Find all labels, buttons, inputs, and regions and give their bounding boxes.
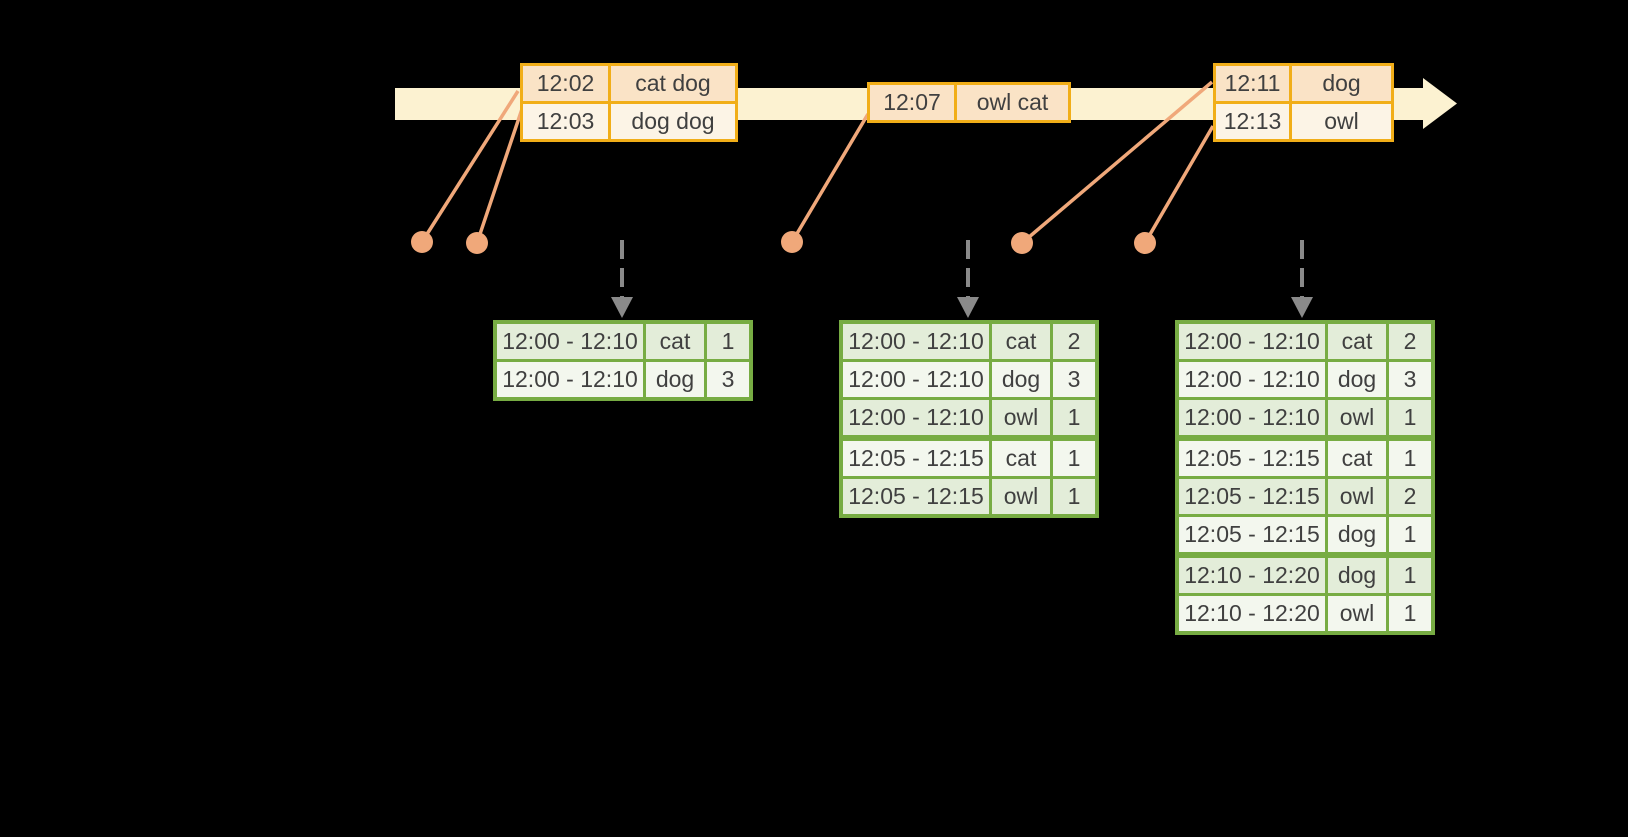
word-cell: cat — [646, 324, 704, 359]
trigger-arrowhead-icon — [1291, 297, 1313, 318]
count-cell: 1 — [1053, 479, 1095, 514]
event-time-cell: 12:07 — [870, 85, 954, 120]
window-cell: 12:05 - 12:15 — [843, 479, 989, 514]
window-cell: 12:00 - 12:10 — [843, 400, 989, 435]
event-line — [1143, 125, 1215, 244]
word-cell: dog — [1328, 517, 1386, 552]
result-row: 12:10 - 12:20 dog 1 — [1179, 558, 1431, 593]
word-cell: cat — [1328, 441, 1386, 476]
window-cell: 12:05 - 12:15 — [843, 441, 989, 476]
window-cell: 12:00 - 12:10 — [1179, 362, 1325, 397]
window-cell: 12:05 - 12:15 — [1179, 441, 1325, 476]
event-words-cell: dog dog — [611, 104, 735, 139]
word-cell: dog — [1328, 362, 1386, 397]
event-row: 12:11 dog — [1216, 66, 1391, 101]
result-row: 12:00 - 12:10 owl 1 — [1179, 400, 1431, 435]
count-cell: 3 — [1389, 362, 1431, 397]
word-cell: dog — [646, 362, 704, 397]
count-cell: 1 — [1389, 517, 1431, 552]
event-row: 12:13 owl — [1216, 104, 1391, 139]
window-cell: 12:00 - 12:10 — [843, 362, 989, 397]
window-cell: 12:00 - 12:10 — [1179, 324, 1325, 359]
event-line — [790, 113, 870, 243]
event-dot — [781, 231, 803, 253]
word-cell: dog — [1328, 558, 1386, 593]
result-row: 12:00 - 12:10 cat 2 — [843, 324, 1095, 359]
result-row: 12:00 - 12:10 dog 3 — [1179, 362, 1431, 397]
result-row: 12:00 - 12:10 cat 2 — [1179, 324, 1431, 359]
window-cell: 12:05 - 12:15 — [1179, 479, 1325, 514]
event-table-2: 12:07 owl cat — [867, 82, 1071, 123]
event-table-3: 12:11 dog 12:13 owl — [1213, 63, 1394, 142]
result-table-3: 12:00 - 12:10 cat 2 12:00 - 12:10 dog 3 … — [1175, 320, 1435, 635]
event-time-cell: 12:02 — [523, 66, 608, 101]
event-row: 12:02 cat dog — [523, 66, 735, 101]
result-row: 12:05 - 12:15 owl 1 — [843, 479, 1095, 514]
result-row: 12:05 - 12:15 owl 2 — [1179, 479, 1431, 514]
event-words-cell: dog — [1292, 66, 1391, 101]
word-cell: cat — [992, 324, 1050, 359]
result-row: 12:00 - 12:10 owl 1 — [843, 400, 1095, 435]
count-cell: 1 — [1053, 441, 1095, 476]
event-words-cell: cat dog — [611, 66, 735, 101]
word-cell: owl — [1328, 596, 1386, 631]
event-row: 12:07 owl cat — [870, 85, 1068, 120]
count-cell: 1 — [1389, 596, 1431, 631]
count-cell: 3 — [1053, 362, 1095, 397]
word-cell: dog — [992, 362, 1050, 397]
result-row: 12:00 - 12:10 dog 3 — [497, 362, 749, 397]
result-row: 12:10 - 12:20 owl 1 — [1179, 596, 1431, 631]
event-time-cell: 12:13 — [1216, 104, 1289, 139]
event-dot — [1011, 232, 1033, 254]
word-cell: cat — [992, 441, 1050, 476]
result-row: 12:00 - 12:10 cat 1 — [497, 324, 749, 359]
event-row: 12:03 dog dog — [523, 104, 735, 139]
event-table-1: 12:02 cat dog 12:03 dog dog — [520, 63, 738, 142]
window-cell: 12:00 - 12:10 — [497, 362, 643, 397]
word-cell: owl — [992, 400, 1050, 435]
count-cell: 1 — [1389, 441, 1431, 476]
window-cell: 12:00 - 12:10 — [843, 324, 989, 359]
result-row: 12:05 - 12:15 dog 1 — [1179, 517, 1431, 552]
count-cell: 1 — [1389, 400, 1431, 435]
result-row: 12:05 - 12:15 cat 1 — [1179, 441, 1431, 476]
window-cell: 12:10 - 12:20 — [1179, 596, 1325, 631]
count-cell: 1 — [1053, 400, 1095, 435]
event-time-cell: 12:03 — [523, 104, 608, 139]
window-cell: 12:00 - 12:10 — [1179, 400, 1325, 435]
word-cell: cat — [1328, 324, 1386, 359]
window-cell: 12:00 - 12:10 — [497, 324, 643, 359]
event-dot — [411, 231, 433, 253]
timeline-arrowhead-icon — [1423, 78, 1457, 129]
word-cell: owl — [1328, 479, 1386, 514]
event-dot — [1134, 232, 1156, 254]
event-line — [1020, 80, 1214, 245]
count-cell: 2 — [1389, 479, 1431, 514]
word-cell: owl — [1328, 400, 1386, 435]
window-cell: 12:05 - 12:15 — [1179, 517, 1325, 552]
result-row: 12:00 - 12:10 dog 3 — [843, 362, 1095, 397]
count-cell: 2 — [1053, 324, 1095, 359]
count-cell: 3 — [707, 362, 749, 397]
word-cell: owl — [992, 479, 1050, 514]
event-line — [420, 90, 520, 243]
event-dot — [466, 232, 488, 254]
count-cell: 1 — [707, 324, 749, 359]
count-cell: 2 — [1389, 324, 1431, 359]
count-cell: 1 — [1389, 558, 1431, 593]
result-table-1: 12:00 - 12:10 cat 1 12:00 - 12:10 dog 3 — [493, 320, 753, 401]
event-words-cell: owl — [1292, 104, 1391, 139]
trigger-arrowhead-icon — [611, 297, 633, 318]
result-row: 12:05 - 12:15 cat 1 — [843, 441, 1095, 476]
result-table-2: 12:00 - 12:10 cat 2 12:00 - 12:10 dog 3 … — [839, 320, 1099, 518]
event-words-cell: owl cat — [957, 85, 1068, 120]
event-line — [475, 102, 526, 244]
window-cell: 12:10 - 12:20 — [1179, 558, 1325, 593]
trigger-arrowhead-icon — [957, 297, 979, 318]
event-time-cell: 12:11 — [1216, 66, 1289, 101]
